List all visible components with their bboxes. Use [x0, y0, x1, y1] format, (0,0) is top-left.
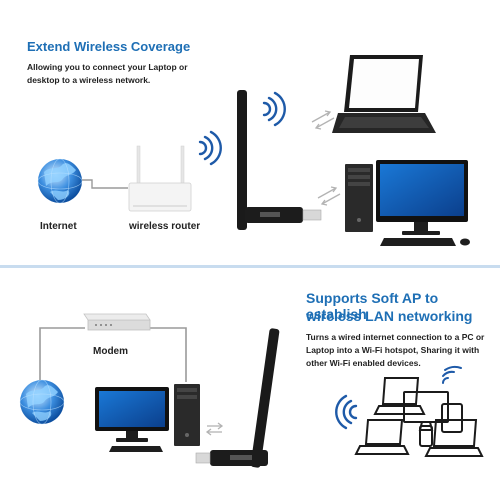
router-label: wireless router [129, 221, 201, 232]
internet-label: Internet [40, 221, 77, 232]
transfer-arrows-icon [311, 110, 341, 206]
laptop-icon [354, 419, 410, 455]
transfer-arrows-icon [205, 422, 224, 436]
wifi-waves-icon [335, 394, 358, 430]
laptop-icon [373, 377, 426, 415]
section-divider [0, 265, 500, 268]
monitor-icon [376, 160, 468, 235]
top-description-line-2: desktop to a wireless network. [27, 75, 151, 85]
modem-label: Modem [93, 346, 128, 357]
usb-adapter-icon [237, 90, 322, 230]
top-description-line-1: Allowing you to connect your Laptop or [27, 62, 188, 72]
bottom-title-line-2: wireless LAN networking [306, 308, 473, 324]
desktop-pc-icon [345, 164, 373, 232]
bottom-title-line-1: Supports Soft AP to establish [306, 290, 439, 322]
laptop-icon [332, 55, 436, 133]
wifi-waves-icon [198, 130, 222, 166]
bottom-description-line-2: Laptop into a Wi-Fi hotspot, Sharing it … [306, 345, 480, 355]
router-icon [128, 145, 192, 212]
bottom-description-line-3: other Wi-Fi enabled devices. [306, 358, 421, 368]
mouse-icon [460, 238, 470, 246]
bottom-description-line-1: Turns a wired internet connection to a P… [306, 332, 485, 342]
phone-icon [419, 425, 433, 447]
globe-icon [19, 379, 65, 425]
top-title: Extend Wireless Coverage [27, 39, 191, 54]
keyboard-icon [109, 446, 163, 452]
globe-icon [37, 158, 83, 204]
monitor-icon [95, 387, 169, 442]
usb-adapter-icon [195, 328, 280, 468]
modem-icon [83, 313, 151, 331]
wifi-waves-icon [442, 365, 462, 384]
desktop-pc-icon [174, 384, 200, 446]
tablet-icon [441, 403, 463, 433]
laptop-icon [424, 419, 484, 457]
keyboard-icon [380, 238, 456, 246]
wifi-waves-icon [262, 91, 286, 127]
